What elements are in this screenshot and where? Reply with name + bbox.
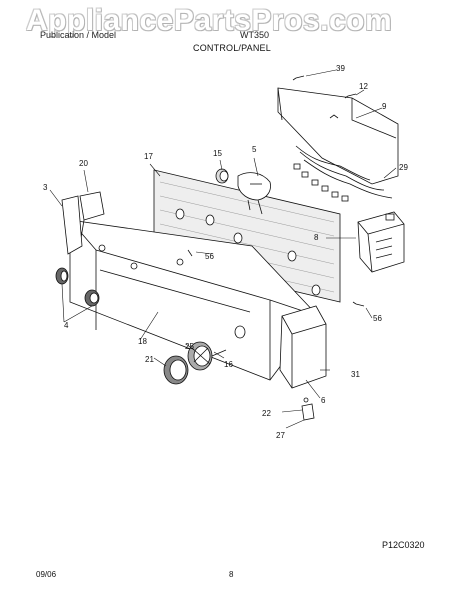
footer-date: 09/06 [36,570,57,579]
footer-page-number: 8 [229,570,234,579]
drawing-id: P12C0320 [382,540,425,550]
callout-4: 4 [64,321,69,330]
callout-6: 6 [321,396,326,405]
callout-5: 5 [252,145,257,154]
clip-parts-22-27 [301,397,315,421]
callout-18: 18 [138,337,147,346]
callout-8: 8 [314,233,319,242]
callout-numbers: 39 12 9 5 15 17 20 3 29 8 56 56 4 18 25 21 16 31 6 22 27 [43,64,408,440]
callout-22: 22 [262,409,271,418]
leader-lines [49,69,397,429]
callout-21: 21 [145,355,154,364]
rear-cover-part-9 [277,87,399,185]
section-title: CONTROL/PANEL [193,43,271,53]
callout-31: 31 [351,370,360,379]
callout-17: 17 [144,152,153,161]
watermark-logo: AppliancePartsPros.com [26,4,393,37]
callout-56: 56 [373,314,382,323]
switch-part-5 [237,172,271,215]
publication-header: Publication / Model [40,30,117,40]
callout-16: 16 [224,360,233,369]
callout-56: 56 [205,252,214,261]
wire-harness-part-29 [293,145,393,202]
screws [187,75,365,307]
knob-part-15 [215,168,229,184]
callout-12: 12 [359,82,368,91]
callout-29: 29 [399,163,408,172]
callout-39: 39 [336,64,345,73]
callout-9: 9 [382,102,387,111]
right-endcap-part-31 [279,305,327,389]
callout-15: 15 [213,149,222,158]
left-endpiece-part-3 [61,195,83,255]
knob-assembly-parts-21-25-16 [163,341,227,385]
callout-3: 3 [43,183,48,192]
knobs-part-4 [55,267,100,307]
callout-20: 20 [79,159,88,168]
callout-25: 25 [185,342,194,351]
callout-27: 27 [276,431,285,440]
timer-part-8 [357,211,405,273]
model-header: WT350 [240,30,270,40]
